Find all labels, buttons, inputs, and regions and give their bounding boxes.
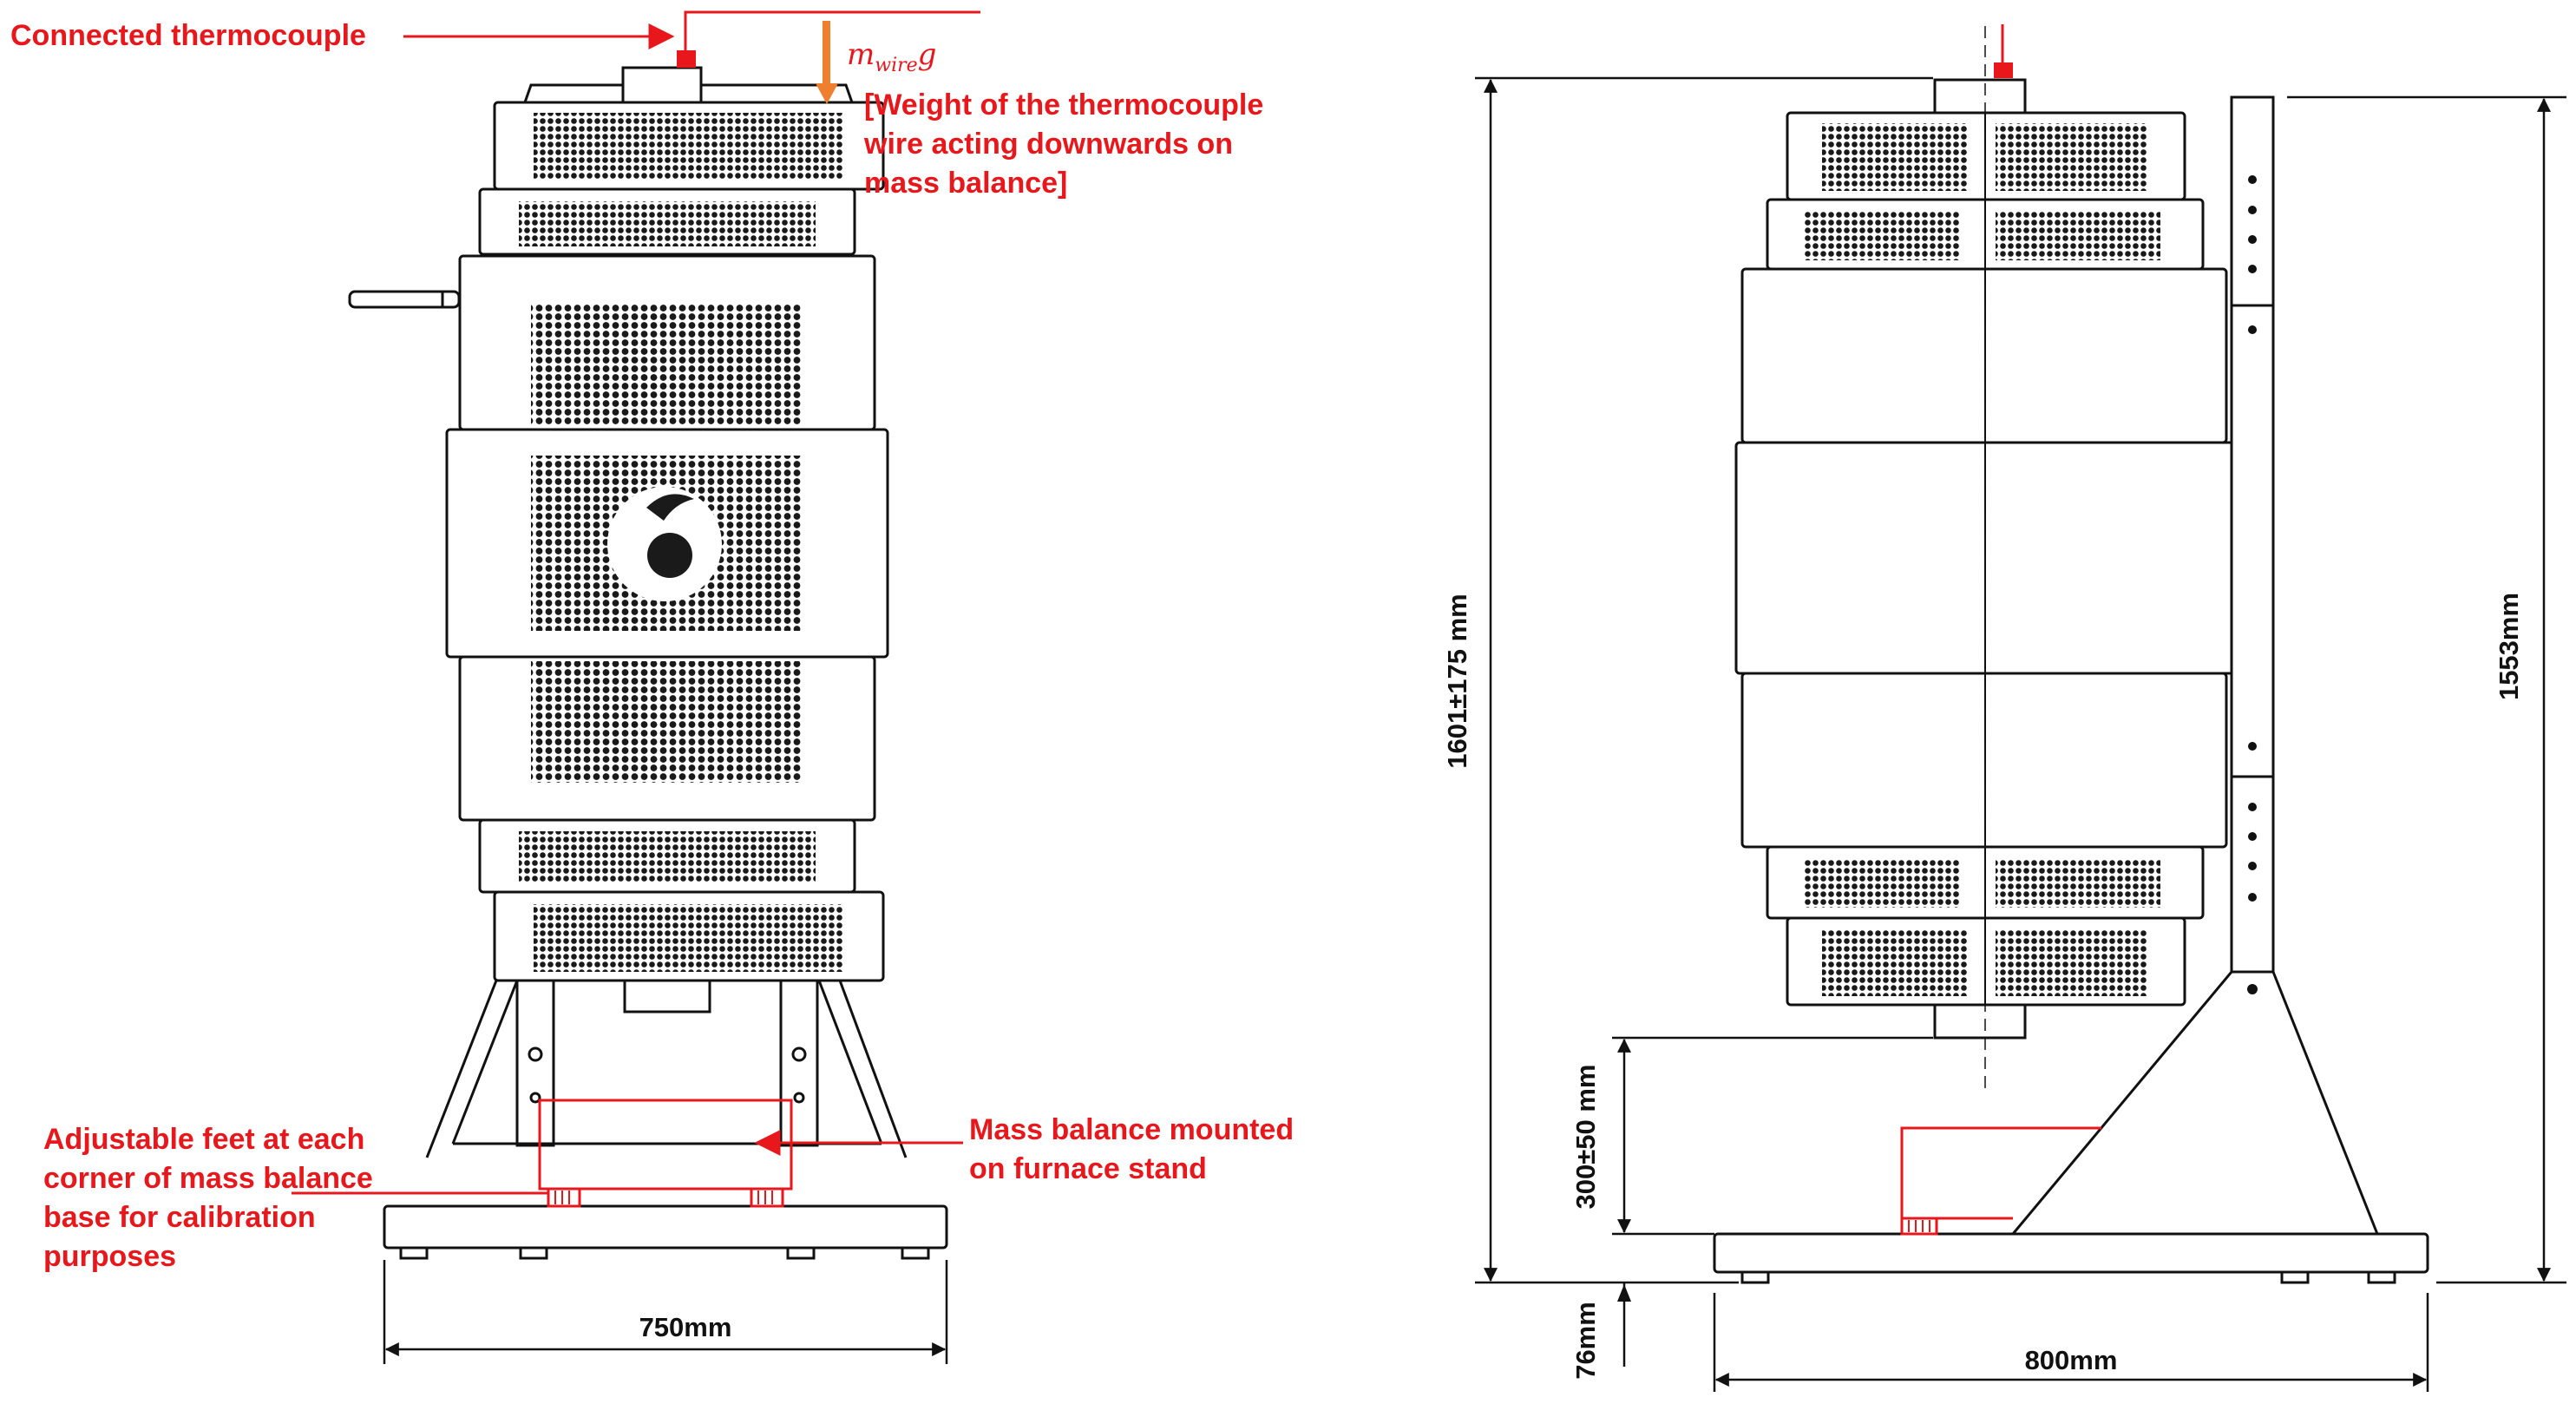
side-base-plate — [1713, 1232, 2429, 1274]
front-balance-foot-left — [547, 1187, 581, 1208]
side-thermocouple-probe — [1994, 62, 2013, 78]
side-view — [1713, 78, 2429, 1284]
front-bottom-grille — [534, 904, 844, 972]
swirl-logo-icon — [607, 487, 722, 601]
front-main-lower-grille — [531, 661, 802, 783]
feet-label-line-4: purposes — [43, 1240, 176, 1273]
front-foot — [399, 1246, 429, 1260]
side-top-collar — [1933, 78, 2027, 115]
foot-height-label: 76mm — [1570, 1302, 1601, 1380]
stand-height-label: 1553mm — [2494, 593, 2524, 700]
wire-weight-line-1: [Weight of the thermocouple — [864, 89, 1263, 121]
front-width-label: 750mm — [639, 1312, 732, 1342]
side-stand-brace — [2011, 971, 2379, 1235]
front-top-collar — [621, 66, 703, 104]
thermocouple-label: Connected thermocouple — [10, 19, 366, 52]
side-bottom-outlet — [1933, 1003, 2027, 1040]
foot-height-arrow — [1617, 1284, 1631, 1302]
front-foot — [901, 1246, 930, 1260]
side-annotations — [1900, 24, 2101, 1236]
side-dimensions — [1475, 76, 2566, 1392]
front-foot — [519, 1246, 548, 1260]
feet-label-line-1: Adjustable feet at each — [43, 1123, 364, 1156]
feet-label-line-2: corner of mass balance — [43, 1162, 373, 1195]
feet-label-line-3: base for calibration — [43, 1201, 316, 1234]
front-annotations: Connected thermocouple mwireg [Weight of… — [10, 10, 1294, 1273]
front-mass-balance — [538, 1099, 793, 1191]
side-stand-column — [2230, 95, 2275, 974]
overall-height-label: 1601±175 mm — [1442, 594, 1472, 768]
wire-weight-line-3: mass balance] — [864, 167, 1067, 200]
thermocouple-wire — [684, 10, 980, 52]
side-width-label: 800mm — [2025, 1345, 2118, 1375]
front-view — [348, 66, 948, 1260]
balance-label-line-2: on furnace stand — [969, 1152, 1207, 1185]
balance-gap-label: 300±50 mm — [1570, 1065, 1601, 1210]
front-width-dimension — [383, 1260, 948, 1364]
balance-label-line-1: Mass balance mounted — [969, 1113, 1294, 1146]
wire-weight-line-2: wire acting downwards on — [863, 128, 1233, 161]
front-bottom-outlet — [623, 979, 711, 1014]
side-mass-balance — [1900, 1126, 2101, 1218]
front-lower-grille — [519, 831, 816, 882]
front-foot — [786, 1246, 816, 1260]
front-upper-grille — [519, 201, 816, 246]
wire-weight-arrow-head — [816, 83, 838, 104]
front-top-grille — [534, 113, 844, 180]
front-base-plate — [383, 1204, 948, 1250]
front-main-upper-grille — [531, 304, 802, 425]
thermocouple-probe — [677, 50, 696, 68]
wire-weight-arrow-shaft — [823, 21, 830, 83]
wire-weight-symbol: mwireg — [847, 37, 936, 76]
front-balance-foot-right — [750, 1187, 784, 1208]
side-column-holes — [2247, 175, 2258, 994]
